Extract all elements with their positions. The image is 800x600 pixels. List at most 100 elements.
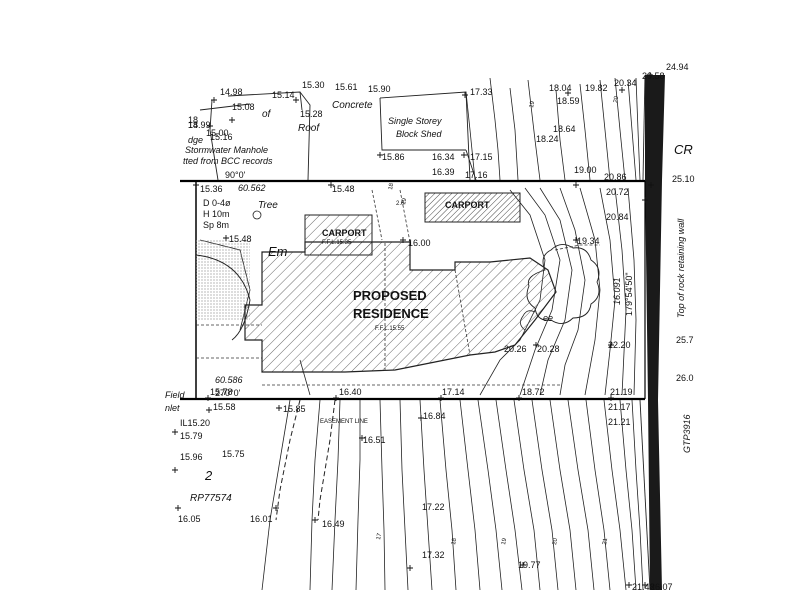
bearing-bottom: 270°0' — [215, 388, 241, 398]
spot-cross — [193, 182, 199, 188]
field-label-1: Field — [165, 390, 186, 400]
spot-level: 19.82 — [585, 83, 608, 93]
spot-cross — [377, 152, 383, 158]
spot-level: 21.19 — [610, 387, 633, 397]
spot-cross — [516, 395, 522, 401]
spot-level: 18.24 — [536, 134, 559, 144]
spot-cross — [520, 562, 526, 568]
spot-cross — [211, 97, 217, 103]
spot-level: 17.16 — [465, 170, 488, 180]
spot-level: 20.84 — [606, 212, 629, 222]
contour-label: 20 — [552, 537, 559, 545]
spot-cross — [642, 582, 648, 588]
spot-cross — [223, 235, 229, 241]
spot-level: 17.22 — [422, 502, 445, 512]
spot-level: 16.84 — [423, 411, 446, 421]
bearing-top: 90°0' — [225, 170, 246, 180]
retaining-wall-label: Top of rock retaining wall — [676, 218, 686, 318]
spot-cross — [333, 395, 339, 401]
spot-level: 17.33 — [470, 87, 493, 97]
spot-level: 15.36 — [200, 184, 223, 194]
contour-label: 17 — [376, 532, 383, 540]
contour-label: 20 — [613, 95, 620, 103]
spot-level: 26.07 — [650, 582, 673, 592]
spot-cross — [565, 90, 571, 96]
spot-cross — [462, 92, 468, 98]
spot-level: 16.05 — [178, 514, 201, 524]
emt-label: Em — [268, 244, 288, 259]
spot-level: 16.40 — [339, 387, 362, 397]
spot-level: 21.48 — [632, 582, 655, 592]
spot-level: 16.34 — [432, 152, 455, 162]
small-18: 18 — [188, 120, 198, 130]
spot-level: 15.08 — [232, 102, 255, 112]
carport-right-label: CARPORT — [445, 200, 490, 210]
contour-label: 21 — [602, 537, 609, 545]
lot-boundary — [180, 179, 646, 401]
spot-level: 15.96 — [180, 452, 203, 462]
spot-level: 18.59 — [557, 96, 580, 106]
spot-level: 17.14 — [442, 387, 465, 397]
spot-level: 16.51 — [363, 435, 386, 445]
setback-lines — [196, 189, 600, 386]
il-label: IL15.20 — [180, 418, 210, 428]
spot-cross — [172, 467, 178, 473]
spot-cross — [207, 123, 213, 129]
carport-left-label: CARPORT — [322, 228, 367, 238]
spot-level: 15.48 — [332, 184, 355, 194]
spot-level: 15.85 — [283, 404, 306, 414]
spot-level: 15.79 — [180, 431, 203, 441]
spot-cross — [608, 342, 614, 348]
spot-level: 15.14 — [272, 90, 295, 100]
spot-level-markers — [172, 72, 654, 588]
spot-level: 15.30 — [302, 80, 325, 90]
spot-cross — [648, 182, 654, 188]
tree-d: D 0-4ø — [203, 198, 231, 208]
spot-cross — [533, 342, 539, 348]
tree-label: Tree — [258, 200, 278, 211]
spot-level: 15.58 — [213, 402, 236, 412]
manhole-label: Stormwater Manhole — [185, 145, 268, 155]
contour-label: 18 — [388, 182, 395, 190]
spot-level: 19.34 — [577, 236, 600, 246]
carport-left-ffl: F.F.L.15.35 — [322, 240, 352, 246]
spot-level: 21.21 — [608, 417, 631, 427]
of-label: of — [262, 109, 272, 120]
labels: PROPOSED RESIDENCE F.F.L.15.55 CARPORT F… — [165, 100, 693, 504]
spot-level: 15.00 — [206, 128, 229, 138]
spot-level: 20.58 — [642, 71, 665, 81]
shed-label-2: Block Shed — [396, 129, 443, 139]
spot-level: 15.78 — [210, 387, 233, 397]
spot-cross — [172, 429, 178, 435]
spot-level: 14.99 — [188, 120, 211, 130]
tree-h: H 10m — [203, 209, 230, 219]
spot-level: 19.00 — [574, 165, 597, 175]
spot-level: 18.72 — [522, 387, 545, 397]
contour-label: 19 — [529, 100, 536, 108]
spot-cross — [626, 582, 632, 588]
spot-level: 18 — [188, 115, 198, 125]
proposed-building — [244, 192, 557, 373]
shed-label-1: Single Storey — [388, 116, 442, 126]
contour-label: 19 — [401, 197, 408, 205]
spot-cross — [359, 435, 365, 441]
neighbour-structures — [199, 91, 477, 181]
spot-cross — [293, 97, 299, 103]
spot-cross — [642, 197, 648, 203]
spot-cross — [229, 117, 235, 123]
distance-top: 60.562 — [238, 183, 266, 193]
spot-level: 25.7 — [676, 335, 694, 345]
spot-level: 15.16 — [210, 132, 233, 142]
distance-bottom: 60.586 — [215, 375, 243, 385]
spot-level: 21.17 — [608, 402, 631, 412]
spot-level: 20.34 — [614, 78, 637, 88]
spot-level: 15.61 — [335, 82, 358, 92]
gtp-label: GTP3916 — [682, 414, 692, 453]
spot-cross — [205, 395, 211, 401]
left-garden — [195, 210, 262, 341]
spot-level: 16.39 — [432, 167, 455, 177]
spot-level: 24.94 — [666, 62, 689, 72]
